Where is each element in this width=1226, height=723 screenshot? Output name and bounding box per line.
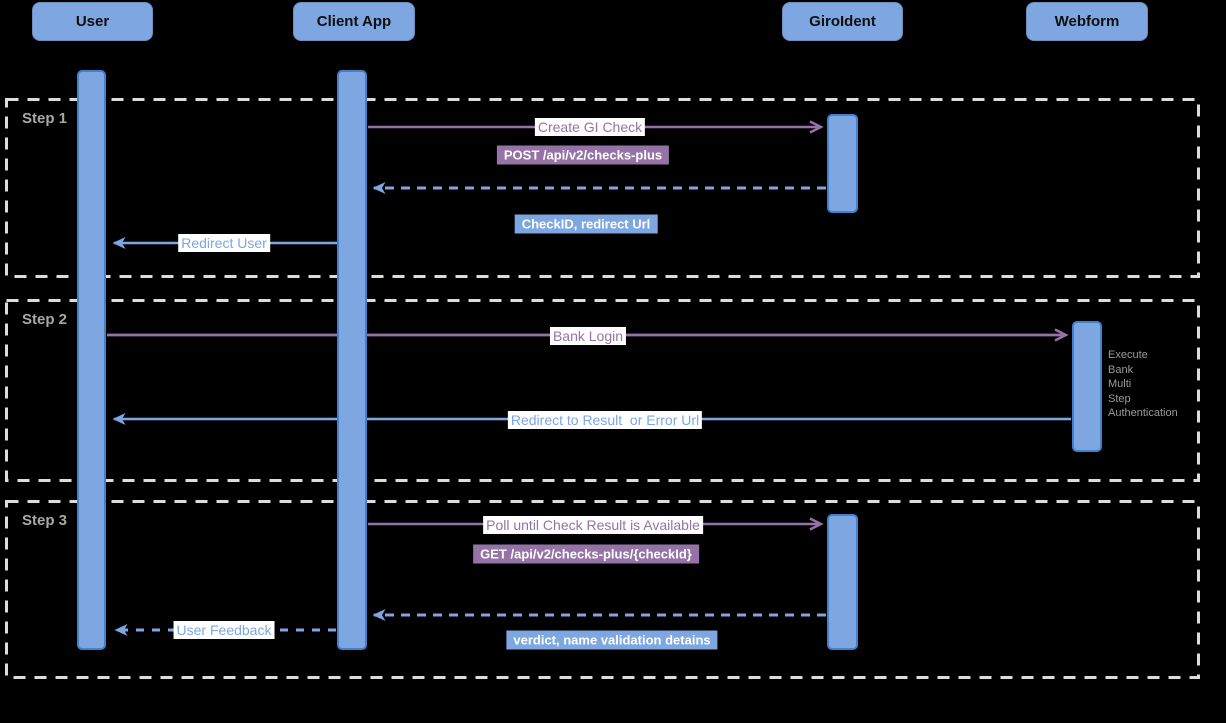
get-endpoint-badge: GET /api/v2/checks-plus/{checkId} <box>473 544 699 564</box>
step3-label: Step 3 <box>22 512 68 529</box>
user-lifeline-bar <box>77 70 106 650</box>
user-feedback-label: User Feedback <box>173 621 275 639</box>
actor-user: User <box>32 2 153 41</box>
redirect-result-label: Redirect to Result or Error Url <box>507 411 703 429</box>
actor-giroident: GiroIdent <box>782 2 903 41</box>
create-gi-check-label: Create GI Check <box>534 118 646 136</box>
giroident-step3-bar <box>827 514 858 650</box>
step1-frame <box>5 98 1200 278</box>
giroident-step1-bar <box>827 114 858 213</box>
actor-client-app: Client App <box>293 2 415 41</box>
actor-webform: Webform <box>1026 2 1148 41</box>
post-endpoint-badge: POST /api/v2/checks-plus <box>496 145 670 165</box>
poll-check-label: Poll until Check Result is Available <box>483 516 703 534</box>
redirect-user-label: Redirect User <box>178 234 270 252</box>
step2-frame <box>5 299 1200 482</box>
bank-login-label: Bank Login <box>549 327 627 345</box>
webform-auth-note: Execute Bank Multi Step Authentication <box>1108 349 1178 419</box>
step1-label: Step 1 <box>22 110 68 127</box>
checkid-redirect-badge: CheckID, redirect Url <box>514 214 658 234</box>
step2-label: Step 2 <box>22 311 68 328</box>
client-app-lifeline-bar <box>337 70 367 650</box>
step3-frame <box>5 500 1200 679</box>
verdict-badge: verdict, name validation detains <box>506 630 718 650</box>
webform-step2-bar <box>1072 321 1102 452</box>
